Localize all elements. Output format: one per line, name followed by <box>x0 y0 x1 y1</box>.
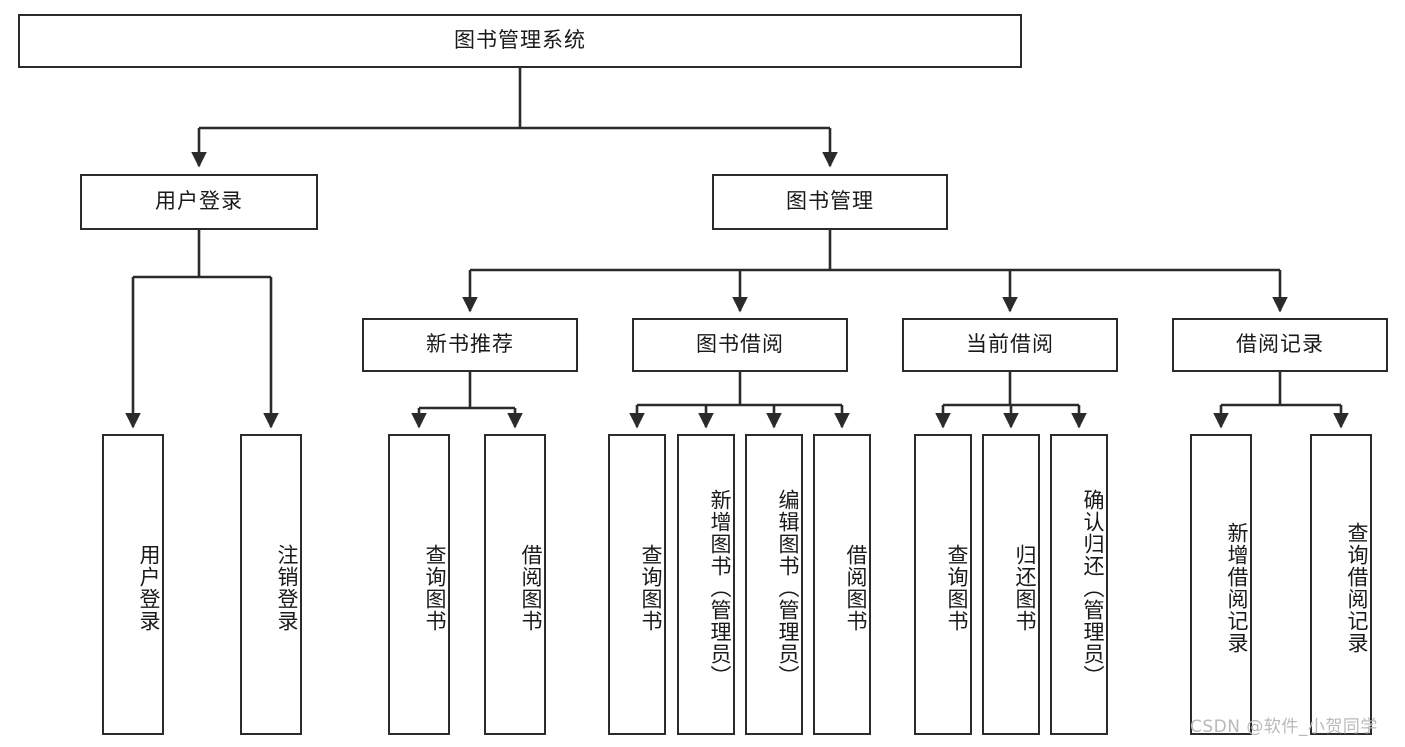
node-leaf-query-book-borrow[interactable]: 查询图书 <box>608 434 666 735</box>
node-leaf-query-book-cur-label: 查询图书 <box>945 543 969 632</box>
node-leaf-borrow-book-label: 借阅图书 <box>844 543 868 632</box>
node-leaf-query-record[interactable]: 查询借阅记录 <box>1310 434 1372 735</box>
node-leaf-return-book[interactable]: 归还图书 <box>982 434 1040 735</box>
node-leaf-edit-book-label: 编辑图书（管理员） <box>776 488 800 687</box>
node-leaf-add-book[interactable]: 新增图书（管理员） <box>677 434 735 735</box>
node-current-borrow[interactable]: 当前借阅 <box>902 318 1118 372</box>
node-leaf-borrow-book-rec[interactable]: 借阅图书 <box>484 434 546 735</box>
node-root-label: 图书管理系统 <box>454 28 586 53</box>
node-leaf-add-book-label: 新增图书（管理员） <box>708 488 732 687</box>
node-leaf-confirm-return[interactable]: 确认归还（管理员） <box>1050 434 1108 735</box>
node-borrow-record[interactable]: 借阅记录 <box>1172 318 1388 372</box>
node-new-book-rec[interactable]: 新书推荐 <box>362 318 578 372</box>
node-new-book-rec-label: 新书推荐 <box>426 332 514 357</box>
node-leaf-borrow-book[interactable]: 借阅图书 <box>813 434 871 735</box>
node-current-borrow-label: 当前借阅 <box>966 332 1054 357</box>
node-leaf-add-record-label: 新增借阅记录 <box>1225 521 1249 654</box>
node-book-borrow[interactable]: 图书借阅 <box>632 318 848 372</box>
node-leaf-borrow-book-rec-label: 借阅图书 <box>519 543 543 632</box>
node-borrow-record-label: 借阅记录 <box>1236 332 1324 357</box>
node-leaf-query-book-rec-label: 查询图书 <box>423 543 447 632</box>
node-root[interactable]: 图书管理系统 <box>18 14 1022 68</box>
node-user-login[interactable]: 用户登录 <box>80 174 318 230</box>
node-leaf-user-login[interactable]: 用户登录 <box>102 434 164 735</box>
node-leaf-user-login-label: 用户登录 <box>137 543 161 632</box>
node-user-login-label: 用户登录 <box>155 189 243 214</box>
node-book-manage-label: 图书管理 <box>786 189 874 214</box>
node-leaf-query-book-borrow-label: 查询图书 <box>639 543 663 632</box>
node-leaf-query-book-cur[interactable]: 查询图书 <box>914 434 972 735</box>
node-book-borrow-label: 图书借阅 <box>696 332 784 357</box>
node-leaf-add-record[interactable]: 新增借阅记录 <box>1190 434 1252 735</box>
node-leaf-query-book-rec[interactable]: 查询图书 <box>388 434 450 735</box>
node-leaf-edit-book[interactable]: 编辑图书（管理员） <box>745 434 803 735</box>
node-leaf-query-record-label: 查询借阅记录 <box>1345 521 1369 654</box>
node-leaf-user-logout[interactable]: 注销登录 <box>240 434 302 735</box>
node-book-manage[interactable]: 图书管理 <box>712 174 948 230</box>
watermark-text: CSDN @软件_小贺同学 <box>1190 717 1378 737</box>
node-leaf-confirm-return-label: 确认归还（管理员） <box>1081 488 1105 687</box>
node-leaf-return-book-label: 归还图书 <box>1013 543 1037 632</box>
node-leaf-user-logout-label: 注销登录 <box>275 543 299 632</box>
